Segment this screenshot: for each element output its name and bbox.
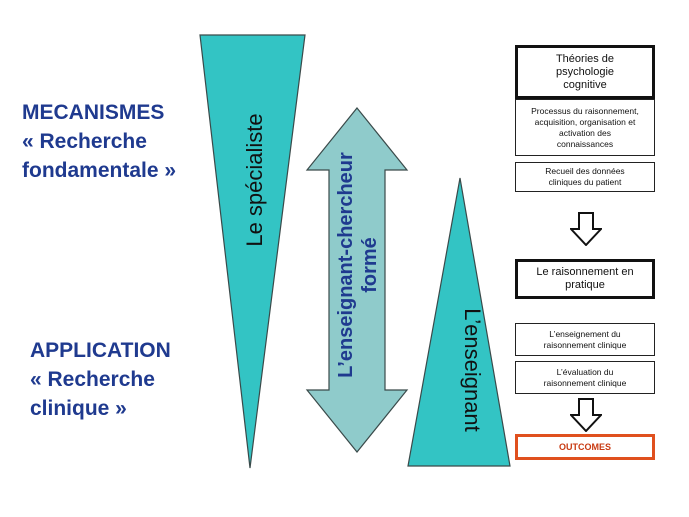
specialist-text: Le spécialiste bbox=[242, 113, 267, 246]
teacher-researcher-double-arrow bbox=[305, 107, 409, 453]
recueil-box: Recueil des données cliniques du patient bbox=[515, 162, 655, 192]
outcomes-box: OUTCOMES bbox=[515, 434, 655, 460]
enseignement-line-2: raisonnement clinique bbox=[543, 339, 627, 350]
raisonnement-box: Le raisonnement en pratique bbox=[515, 259, 655, 299]
mecanismes-label: MECANISMES « Recherche fondamentale » bbox=[22, 98, 176, 185]
outcomes-label: OUTCOMES bbox=[558, 442, 611, 452]
down-arrow-icon bbox=[570, 398, 602, 432]
raisonnement-line-1: Le raisonnement en bbox=[536, 266, 634, 278]
application-line-2: « Recherche bbox=[30, 368, 155, 391]
teacher-text: L’enseignant bbox=[460, 308, 485, 432]
teacher-triangle bbox=[407, 177, 511, 467]
mecanismes-line-2: « Recherche bbox=[22, 130, 147, 153]
specialist-triangle bbox=[199, 34, 306, 469]
application-line-1: APPLICATION bbox=[30, 339, 171, 362]
processus-line-4: connaissances bbox=[556, 138, 614, 149]
theories-line-2: psychologie bbox=[555, 65, 615, 78]
theories-line-3: cognitive bbox=[563, 78, 607, 91]
evaluation-line-2: raisonnement clinique bbox=[543, 377, 627, 388]
mecanismes-line-3: fondamentale » bbox=[22, 159, 177, 182]
application-label: APPLICATION « Recherche clinique » bbox=[30, 336, 171, 423]
processus-line-2: acquisition, organisation et bbox=[534, 116, 636, 127]
processus-line-1: Processus du raisonnement, bbox=[531, 105, 639, 116]
evaluation-line-1: L’évaluation du bbox=[556, 366, 614, 377]
teacher-researcher-text-2: formé bbox=[359, 237, 381, 293]
theories-box: Théories de psychologie cognitive bbox=[515, 45, 655, 99]
theories-line-1: Théories de bbox=[555, 52, 615, 65]
enseignement-line-1: L’enseignement du bbox=[549, 328, 621, 339]
processus-box: Processus du raisonnement, acquisition, … bbox=[515, 99, 655, 156]
raisonnement-line-2: pratique bbox=[565, 279, 605, 291]
application-line-3: clinique » bbox=[30, 397, 127, 420]
down-arrow-icon bbox=[570, 212, 602, 246]
mecanismes-line-1: MECANISMES bbox=[22, 101, 165, 124]
processus-line-3: activation des bbox=[559, 127, 611, 138]
evaluation-box: L’évaluation du raisonnement clinique bbox=[515, 361, 655, 394]
teacher-researcher-text-1: L’enseignant-chercheur bbox=[335, 152, 357, 378]
enseignement-box: L’enseignement du raisonnement clinique bbox=[515, 323, 655, 356]
recueil-line-1: Recueil des données bbox=[545, 166, 625, 176]
recueil-line-2: cliniques du patient bbox=[548, 177, 622, 187]
